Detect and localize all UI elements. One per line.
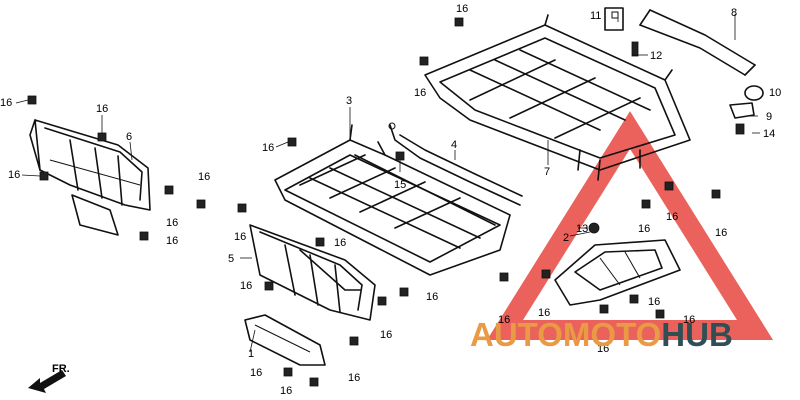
front-arrow-icon [28, 370, 66, 393]
part-11-bracket [604, 7, 624, 31]
callout-16: 16 [380, 329, 392, 341]
watermark-hub: HUB [661, 316, 733, 353]
callout-11: 11 [590, 10, 601, 22]
front-label: FR. [52, 363, 70, 375]
callout-16: 16 [166, 217, 178, 229]
callout-15: 15 [394, 179, 406, 191]
watermark-triangle [486, 111, 774, 340]
callout-8: 8 [731, 7, 737, 19]
callout-16: 16 [198, 171, 210, 183]
callout-3: 3 [346, 95, 352, 107]
part-2-rear-skid-plate [554, 239, 681, 306]
watermark-text: AUTOMOTOHUB [470, 316, 733, 353]
callout-16: 16 [638, 223, 650, 235]
callout-16: 16 [334, 237, 346, 249]
callout-16: 16 [715, 227, 727, 239]
watermark-logo: AUTOMOTOHUB [470, 316, 733, 353]
callout-labels: 1 2 3 4 5 6 7 8 9 10 11 12 13 14 15 16 1… [0, 3, 781, 397]
callout-7: 7 [544, 166, 550, 178]
callout-5: 5 [228, 253, 234, 265]
callout-6: 6 [126, 131, 132, 143]
callout-9: 9 [766, 111, 772, 123]
callout-16: 16 [456, 3, 468, 15]
callout-1: 1 [248, 348, 254, 360]
callout-12: 12 [650, 50, 662, 62]
callout-10: 10 [769, 87, 781, 99]
callout-16: 16 [262, 142, 274, 154]
callout-16: 16 [234, 231, 246, 243]
callout-16: 16 [8, 169, 20, 181]
callout-16: 16 [683, 314, 695, 326]
callout-16: 16 [414, 87, 426, 99]
callout-16: 16 [597, 343, 609, 355]
part-8-rear-brace [639, 9, 756, 76]
callout-16: 16 [348, 372, 360, 384]
leader-lines [15, 14, 760, 353]
callout-16: 16 [538, 307, 550, 319]
watermark-moto: MOTO [563, 316, 661, 353]
part-4-support-bar [388, 122, 523, 206]
callout-16: 16 [0, 97, 12, 109]
part-9-10-mount [729, 85, 764, 119]
callout-16: 16 [250, 367, 262, 379]
front-direction-indicator: FR. [28, 363, 70, 393]
callout-16: 16 [648, 296, 660, 308]
callout-16: 16 [498, 314, 510, 326]
callout-16: 16 [666, 211, 678, 223]
part-5-front-guard [249, 224, 376, 321]
callout-4: 4 [451, 139, 457, 151]
callout-2: 2 [563, 232, 569, 244]
part-1-skid-plate [244, 314, 326, 366]
callout-16: 16 [166, 235, 178, 247]
callout-16: 16 [240, 280, 252, 292]
callout-16: 16 [96, 103, 108, 115]
part-7-rear-rack [424, 14, 691, 181]
callout-16: 16 [280, 385, 292, 397]
watermark-auto: AUTO [470, 316, 563, 353]
callout-16: 16 [426, 291, 438, 303]
part-3-front-rack [274, 124, 511, 276]
callout-13: 13 [576, 223, 588, 235]
bolts [27, 17, 745, 387]
callout-14: 14 [763, 128, 775, 140]
